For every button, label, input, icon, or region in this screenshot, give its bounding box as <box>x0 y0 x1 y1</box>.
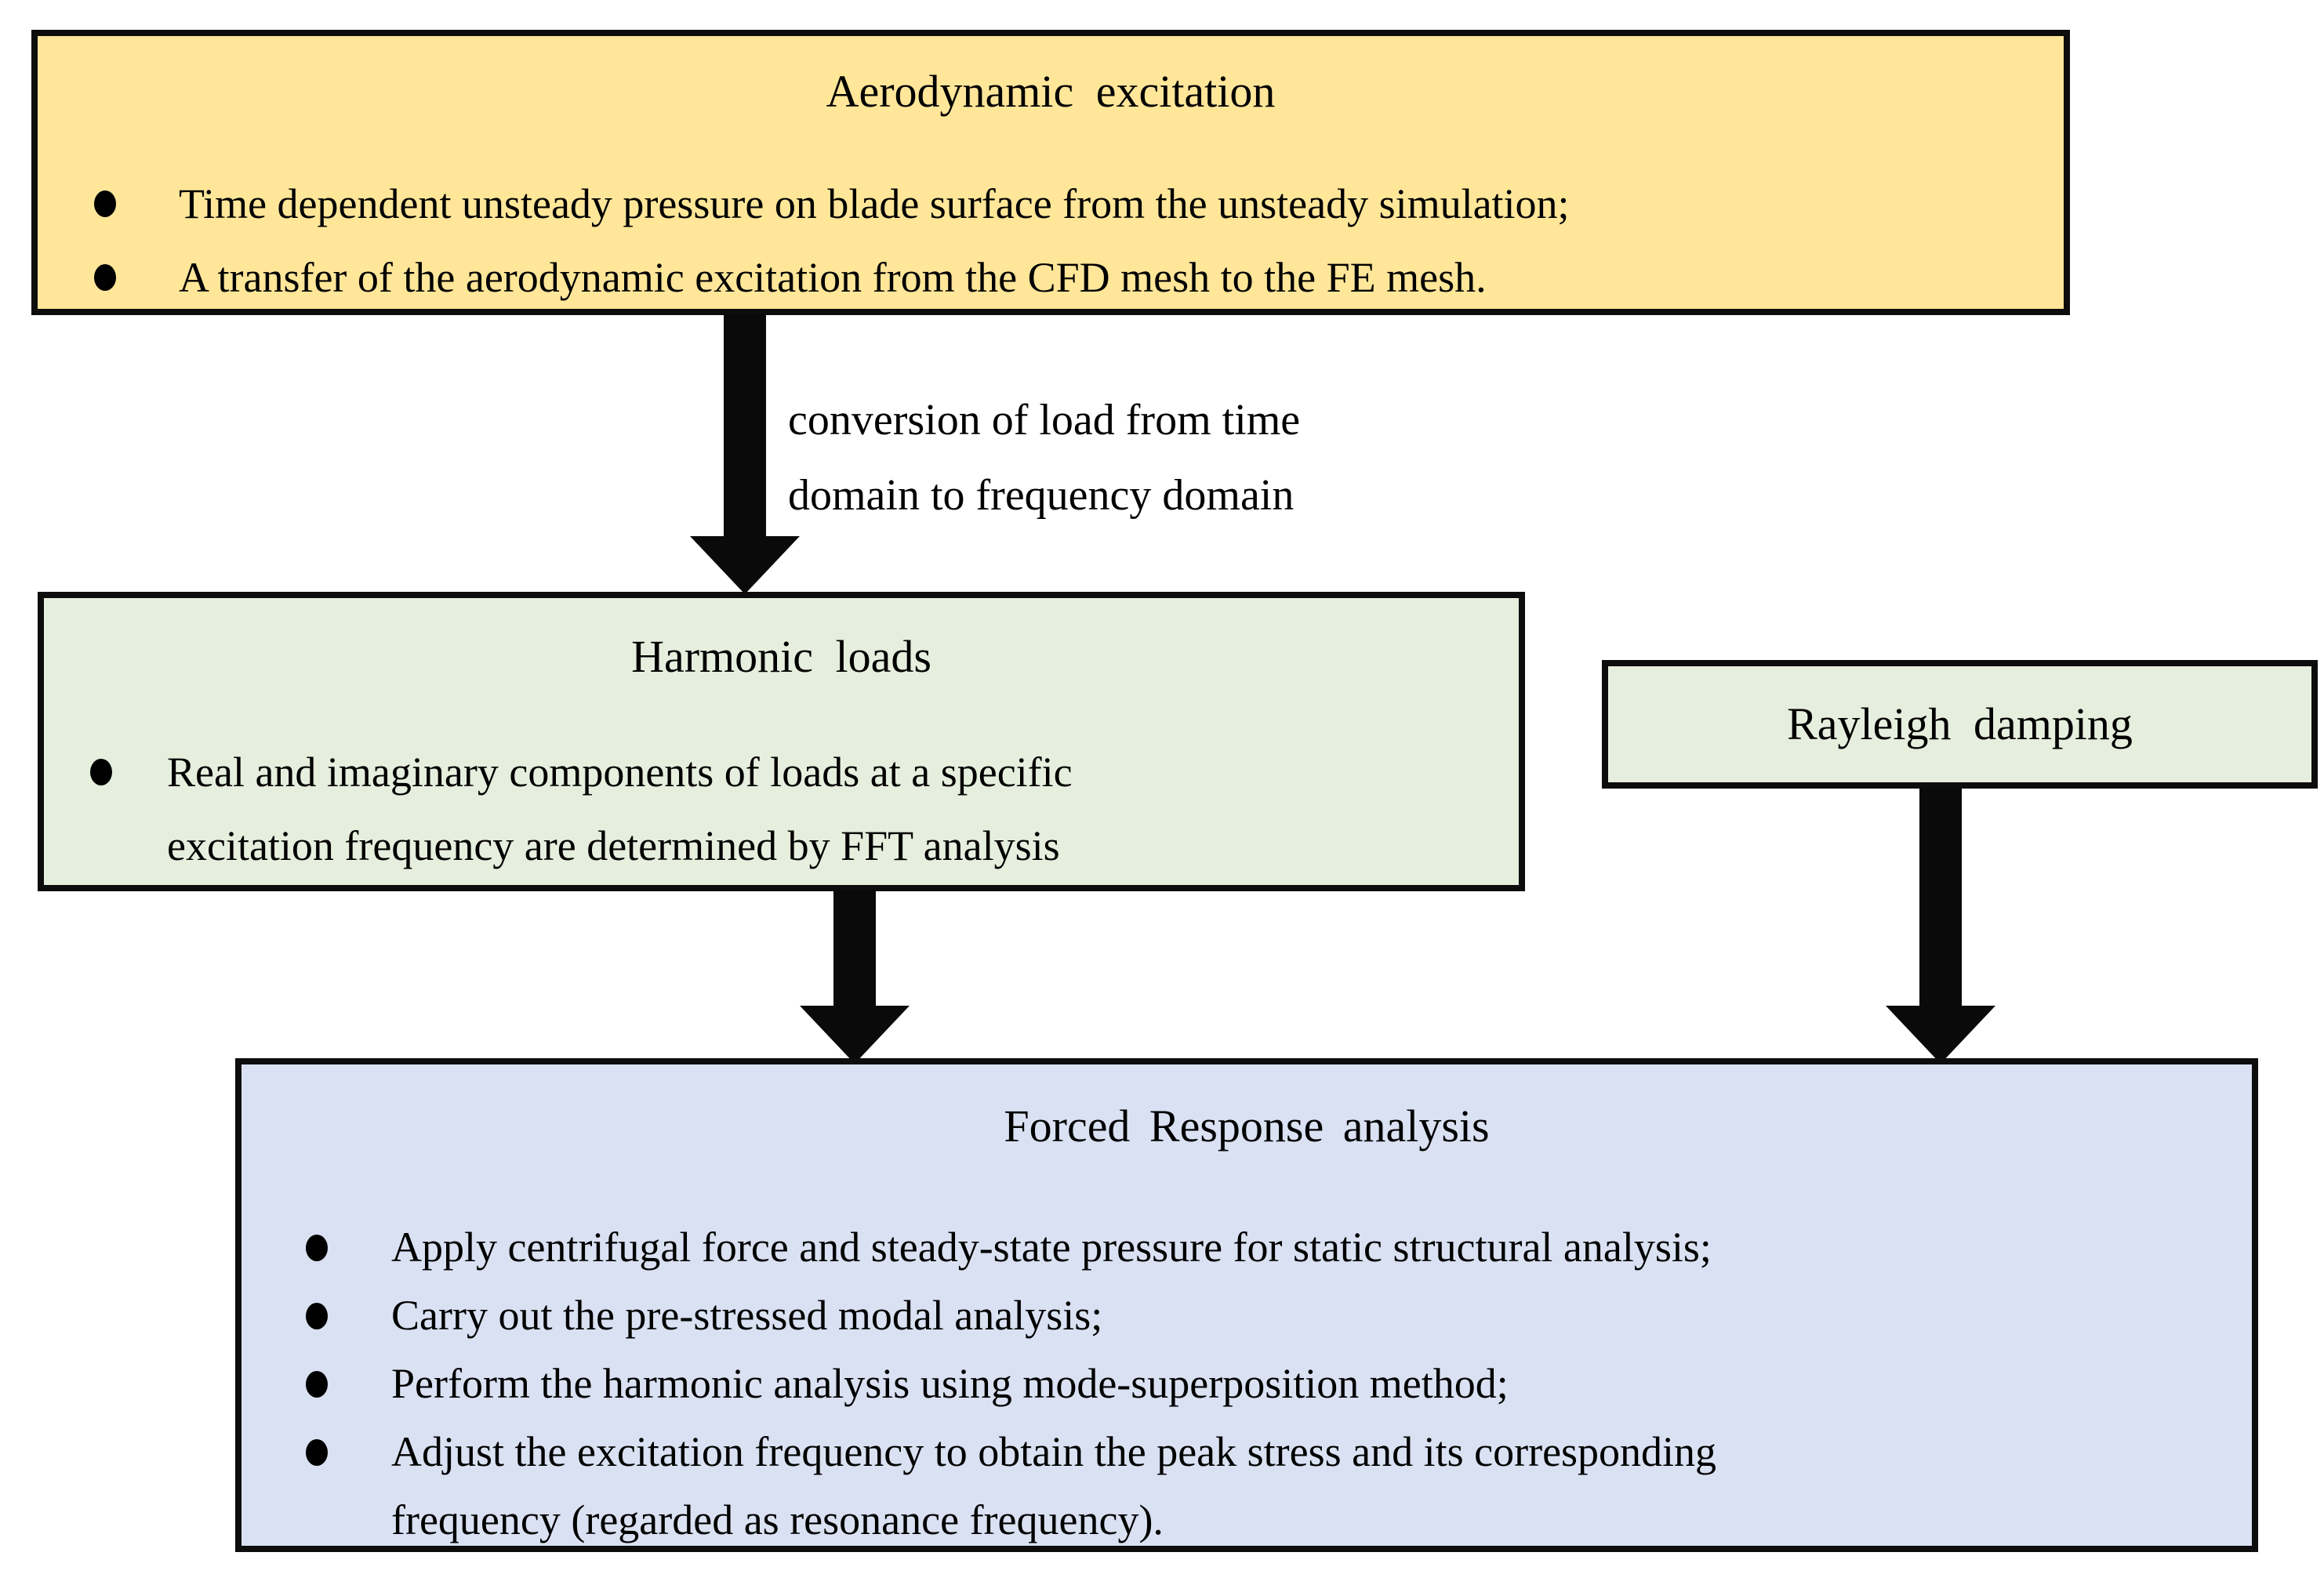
bullet-text: frequency (regarded as resonance frequen… <box>391 1496 1164 1543</box>
bullet-text: Adjust the excitation frequency to obtai… <box>391 1428 1717 1475</box>
down-arrow-icon <box>1919 787 1962 1009</box>
rayleigh-damping-box: Rayleigh damping <box>1602 660 2318 789</box>
bullet-text: Carry out the pre-stressed modal analysi… <box>391 1292 1103 1339</box>
aerodynamic-excitation-title: Aerodynamic excitation <box>826 66 1276 117</box>
bullet-text: Real and imaginary components of loads a… <box>167 749 1073 796</box>
bullet-item: Apply centrifugal force and steady-state… <box>306 1213 2252 1282</box>
down-arrowhead-icon <box>1886 1006 1995 1064</box>
bullet-dot-icon <box>306 1439 328 1466</box>
bullet-dot-icon <box>94 190 116 217</box>
forced-response-analysis-title: Forced Response analysis <box>1004 1101 1490 1151</box>
forced-response-analysis-box: Forced Response analysis Apply centrifug… <box>235 1058 2258 1552</box>
bullet-text: Time dependent unsteady pressure on blad… <box>179 180 1570 227</box>
aerodynamic-excitation-bullets: Time dependent unsteady pressure on blad… <box>38 167 2064 314</box>
bullet-text: Perform the harmonic analysis using mode… <box>391 1360 1509 1407</box>
bullet-dot-icon <box>306 1371 328 1398</box>
bullet-dot-icon <box>90 759 112 785</box>
bullet-item: Adjust the excitation frequency to obtai… <box>306 1418 2252 1554</box>
forced-response-bullets: Apply centrifugal force and steady-state… <box>241 1213 2252 1554</box>
bullet-dot-icon <box>94 264 116 291</box>
bullet-text: A transfer of the aerodynamic excitation… <box>179 254 1487 301</box>
bullet-dot-icon <box>306 1235 328 1261</box>
bullet-item: Real and imaginary components of loads a… <box>90 735 1519 883</box>
harmonic-loads-title: Harmonic loads <box>631 631 931 682</box>
aerodynamic-excitation-box: Aerodynamic excitation Time dependent un… <box>31 30 2070 315</box>
conversion-label: conversion of load from time domain to f… <box>788 383 1300 533</box>
conversion-label-line: conversion of load from time <box>788 396 1301 444</box>
down-arrow-icon <box>724 314 766 539</box>
down-arrowhead-icon <box>800 1006 910 1064</box>
bullet-text: excitation frequency are determined by F… <box>167 822 1060 869</box>
conversion-label-line: domain to frequency domain <box>788 471 1295 520</box>
bullet-item: A transfer of the aerodynamic excitation… <box>94 241 2064 314</box>
bullet-item: Perform the harmonic analysis using mode… <box>306 1350 2252 1418</box>
down-arrow-icon <box>833 890 876 1009</box>
bullet-dot-icon <box>306 1303 328 1329</box>
harmonic-loads-box: Harmonic loads Real and imaginary compon… <box>38 592 1525 891</box>
harmonic-loads-bullets: Real and imaginary components of loads a… <box>44 735 1519 883</box>
bullet-item: Carry out the pre-stressed modal analysi… <box>306 1282 2252 1350</box>
bullet-text: Apply centrifugal force and steady-state… <box>391 1224 1712 1271</box>
rayleigh-damping-title: Rayleigh damping <box>1787 698 2133 749</box>
bullet-item: Time dependent unsteady pressure on blad… <box>94 167 2064 241</box>
down-arrowhead-icon <box>690 536 800 594</box>
